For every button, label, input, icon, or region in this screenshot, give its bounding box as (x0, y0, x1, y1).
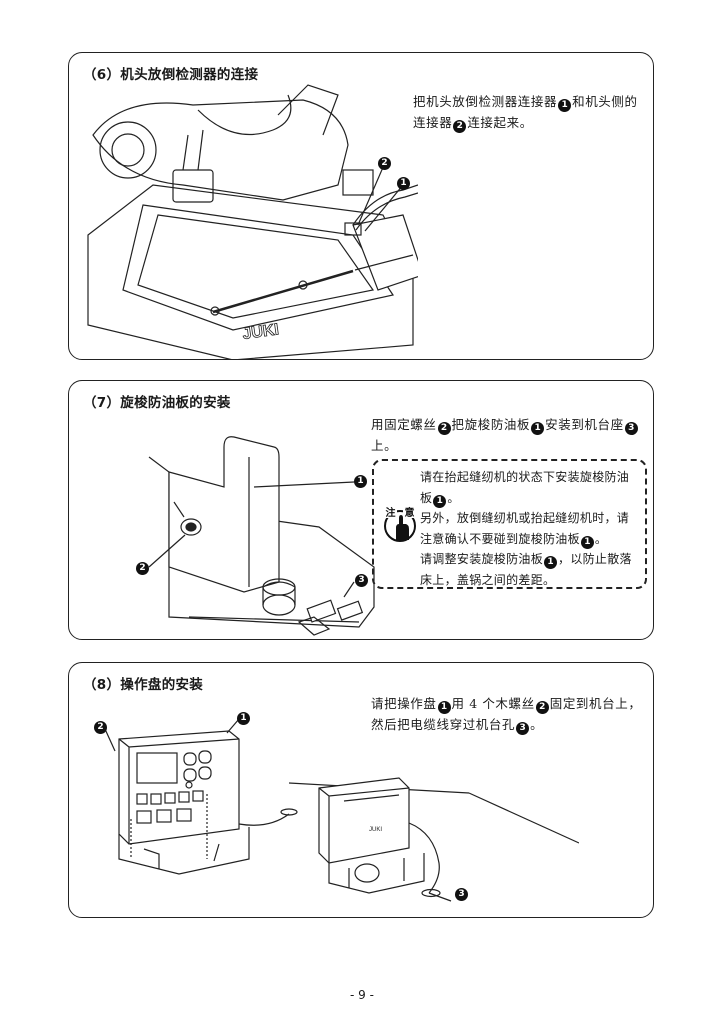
panel-brand-logo: JUKI (369, 827, 382, 833)
callout-1: 1 (397, 177, 410, 190)
callout-2: 2 (136, 562, 149, 575)
operation-panel-rear-illustration: JUKI (289, 753, 579, 903)
callout-3: 3 (455, 888, 468, 901)
operation-panel-front-illustration: 2 1 (89, 709, 299, 879)
svg-text:注: 注 (386, 506, 396, 519)
callout-3: 3 (355, 574, 368, 587)
callout-2: 2 (94, 721, 107, 734)
callout-1: 1 (237, 712, 250, 725)
hook-oil-shield-illustration: 1 2 3 (129, 417, 379, 637)
callout-2: 2 (378, 157, 391, 170)
section-7-title: （7）旋梭防油板的安装 (83, 395, 231, 411)
svg-text:意: 意 (405, 506, 415, 519)
head-tilt-detector-illustration: JUKI 2 1 (83, 75, 418, 360)
caution-hand-icon: 注 意 (382, 504, 418, 544)
callout-1: 1 (354, 475, 367, 488)
section-6-title: （6）机头放倒检测器的连接 (83, 67, 259, 83)
page-number: - 9 - (350, 988, 374, 1002)
section-8-title: （8）操作盘的安装 (83, 677, 204, 693)
machine-brand-logo: JUKI (241, 321, 279, 343)
